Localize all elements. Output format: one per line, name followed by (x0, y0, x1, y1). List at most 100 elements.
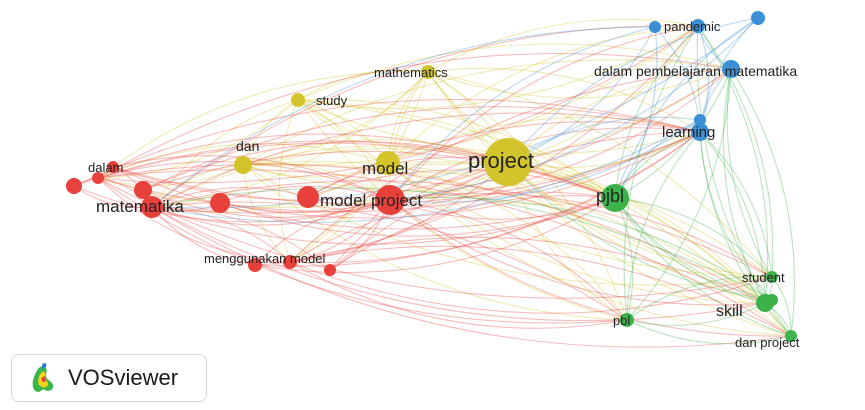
co-occurrence-link (289, 261, 628, 329)
co-occurrence-link (614, 25, 699, 199)
term-label-model-project[interactable]: model project (320, 191, 422, 210)
term-label-study[interactable]: study (316, 93, 348, 108)
co-occurrence-link (219, 131, 701, 219)
co-occurrence-link (387, 162, 616, 206)
co-occurrence-link (389, 119, 701, 203)
co-occurrence-link (427, 18, 699, 73)
co-occurrence-link (97, 140, 616, 199)
term-label-student[interactable]: student (742, 270, 785, 285)
term-node-skill[interactable] (756, 294, 774, 312)
co-occurrence-link (297, 99, 389, 164)
co-occurrence-link (151, 148, 509, 208)
co-occurrence-link (242, 139, 509, 166)
term-label-model[interactable]: model (362, 159, 408, 178)
term-node-dan-project[interactable] (785, 330, 797, 342)
co-occurrence-link (151, 71, 429, 208)
label-layer: project model mathematics study dan model pro… (88, 19, 800, 350)
term-label-menggunakan-model[interactable]: menggunakan model (204, 251, 326, 266)
co-occurrence-link (427, 67, 701, 133)
co-occurrence-link (151, 99, 299, 208)
term-node[interactable] (66, 178, 82, 194)
term-label-matematika[interactable]: matematika (96, 197, 184, 216)
co-occurrence-link (307, 169, 616, 199)
co-occurrence-link (97, 169, 792, 337)
co-occurrence-link (242, 161, 766, 304)
co-occurrence-link (387, 116, 701, 164)
term-node[interactable] (649, 21, 661, 33)
term-label-dalam-pembelajaran-matematika[interactable]: dalam pembelajaran matematika (594, 63, 797, 79)
term-label-dan-project[interactable]: dan project (735, 335, 800, 350)
term-node-dalam[interactable] (92, 172, 104, 184)
term-node[interactable] (134, 181, 152, 199)
co-occurrence-link (507, 161, 766, 304)
co-occurrence-link (219, 161, 509, 213)
term-node[interactable] (210, 193, 230, 213)
term-label-pandemic[interactable]: pandemic (664, 19, 721, 34)
term-node-menggunakan-model[interactable] (283, 255, 297, 269)
co-occurrence-link (427, 71, 628, 321)
term-node-pjbl[interactable] (601, 184, 629, 212)
co-occurrence-link (387, 162, 766, 304)
co-occurrence-link (389, 26, 656, 201)
co-occurrence-link (389, 17, 759, 201)
co-occurrence-link (219, 197, 616, 237)
co-occurrence-link (242, 162, 391, 201)
co-occurrence-link (289, 191, 616, 263)
co-occurrence-link (387, 162, 792, 337)
term-node-dalam-pembelajaran-matematika[interactable] (722, 60, 740, 78)
co-occurrence-link (614, 197, 773, 278)
term-node-matematika[interactable] (141, 196, 163, 218)
term-label-skill[interactable]: skill (716, 303, 743, 320)
co-occurrence-link (507, 17, 759, 163)
co-occurrence-link (73, 142, 616, 199)
term-label-dan[interactable]: dan (236, 138, 259, 154)
term-node[interactable] (751, 11, 765, 25)
co-occurrence-link (151, 187, 309, 208)
co-occurrence-link (507, 161, 773, 278)
co-occurrence-link (726, 68, 773, 278)
term-node-model[interactable] (376, 151, 400, 175)
term-node[interactable] (694, 114, 706, 126)
term-node[interactable] (107, 161, 119, 173)
co-occurrence-link (614, 68, 732, 199)
co-occurrence-link (219, 185, 391, 204)
co-occurrence-link (427, 68, 732, 99)
co-occurrence-link (151, 68, 732, 214)
co-occurrence-link (387, 68, 732, 166)
co-occurrence-link (614, 26, 658, 199)
term-label-mathematics[interactable]: mathematics (374, 65, 448, 80)
node-layer (66, 11, 797, 342)
term-node[interactable] (297, 186, 319, 208)
co-occurrence-link (151, 119, 701, 223)
co-occurrence-link (626, 68, 732, 321)
term-node-learning[interactable] (691, 123, 709, 141)
term-node-dan[interactable] (234, 156, 252, 174)
co-occurrence-link (289, 68, 732, 263)
term-label-dalam[interactable]: dalam (88, 160, 123, 175)
co-occurrence-link (97, 177, 773, 299)
term-node-mathematics[interactable] (421, 65, 435, 79)
co-occurrence-link (73, 98, 701, 187)
term-node-project[interactable] (484, 138, 532, 186)
term-node[interactable] (324, 264, 336, 276)
co-occurrence-link (97, 52, 732, 179)
co-occurrence-link (97, 177, 291, 263)
co-occurrence-link (289, 236, 766, 304)
term-node-student[interactable] (766, 271, 778, 283)
co-occurrence-link (254, 197, 616, 274)
term-node-pandemic[interactable] (691, 19, 705, 33)
co-occurrence-link (112, 131, 701, 205)
term-label-learning[interactable]: learning (662, 124, 715, 141)
term-node-model-project[interactable] (375, 185, 405, 215)
term-label-project[interactable]: project (468, 148, 534, 173)
co-occurrence-link (278, 99, 299, 263)
term-label-pbl[interactable]: pbl (613, 313, 630, 328)
co-occurrence-link (142, 189, 391, 218)
vosviewer-badge[interactable]: VOSviewer (11, 354, 207, 402)
term-node[interactable] (248, 258, 262, 272)
term-node-study[interactable] (291, 93, 305, 107)
term-label-pjbl[interactable]: pjbl (596, 186, 624, 206)
term-node-pbl[interactable] (620, 313, 634, 327)
co-occurrence-link (507, 116, 701, 163)
